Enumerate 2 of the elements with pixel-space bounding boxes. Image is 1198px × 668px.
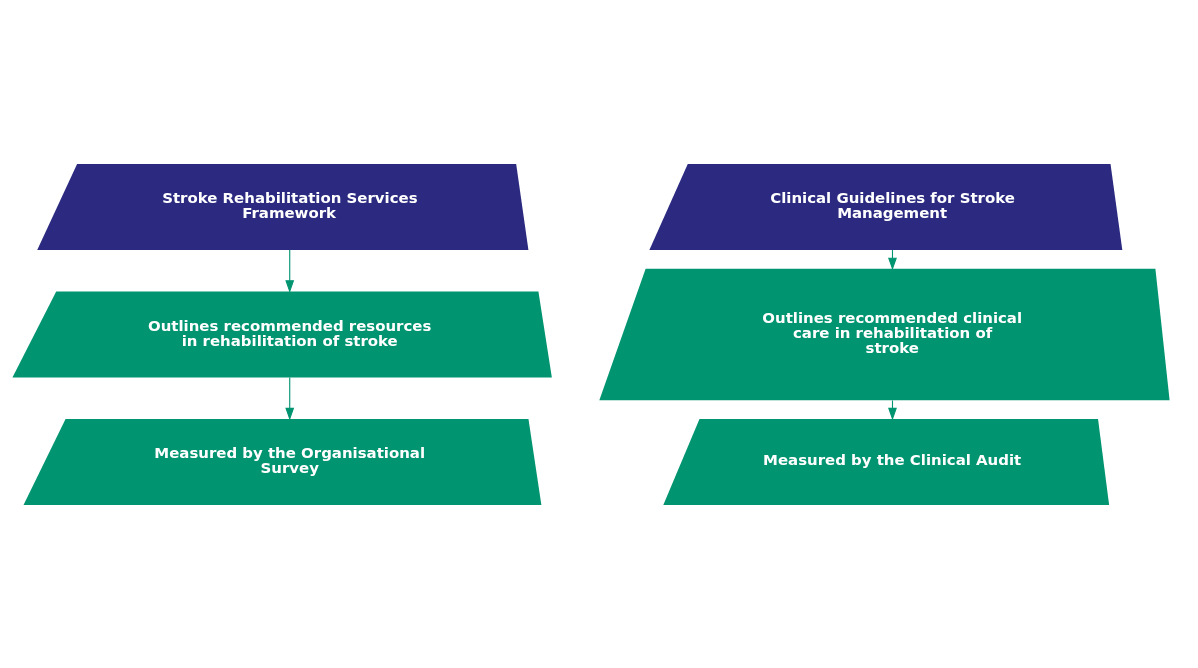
arrow — [285, 249, 295, 293]
arrow — [285, 376, 295, 421]
